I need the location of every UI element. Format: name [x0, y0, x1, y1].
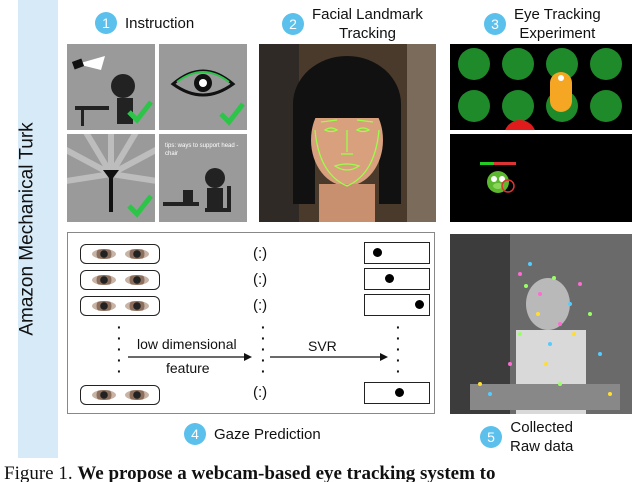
gaze-point	[373, 248, 382, 257]
instruction-tip-text: tips: ways to support head - chair	[165, 143, 239, 157]
eye-pair-2	[80, 270, 160, 290]
gaze-point	[385, 274, 394, 283]
step-3-label-line2: Experiment	[519, 25, 596, 42]
eye-image	[91, 301, 116, 311]
step-4-label: Gaze Prediction	[214, 425, 321, 443]
eye-image	[91, 249, 116, 259]
side-label: Amazon Mechanical Turk	[17, 122, 39, 336]
eye-pair-1	[80, 244, 160, 264]
eye-image	[124, 275, 149, 285]
eye-vertical-dots: ·····	[117, 319, 122, 379]
step-2-label-line2: Tracking	[338, 25, 396, 42]
side-label-container: Amazon Mechanical Turk	[6, 0, 50, 458]
eye-pair-3	[80, 296, 160, 316]
step-2-heading: 2 Facial Landmark Tracking	[282, 5, 423, 43]
eye-image	[124, 390, 149, 400]
figure-caption: Figure 1. We propose a webcam-based eye …	[4, 463, 496, 482]
step-3-label-line1: Eye Tracking	[514, 6, 601, 23]
eye-image	[91, 390, 116, 400]
feature-paren-1: (:)	[253, 245, 268, 262]
step-2-label-line1: Facial Landmark	[312, 6, 423, 23]
gaze-point	[415, 300, 424, 309]
gaze-output-4	[364, 382, 430, 404]
step-4-heading: 4 Gaze Prediction	[184, 423, 321, 445]
feature-vertical-dots: ·····	[261, 319, 266, 379]
eye-pair-4	[80, 385, 160, 405]
step-5-label-line1: Collected	[510, 419, 573, 436]
pipeline-arrows	[128, 353, 388, 361]
gaze-output-3	[364, 294, 430, 316]
feature-paren-2: (:)	[253, 271, 268, 288]
instruction-image-eye	[159, 44, 247, 130]
eye-image	[91, 275, 116, 285]
eye-image	[124, 249, 149, 259]
svr-label: SVR	[308, 338, 337, 354]
step-3-heading: 3 Eye Tracking Experiment	[484, 5, 601, 43]
feature-paren-4: (:)	[253, 384, 268, 401]
step-5-label-line2: Raw data	[510, 438, 574, 455]
feature-label: feature	[166, 360, 210, 376]
step-4-number: 4	[184, 423, 206, 445]
step-1-heading: 1 Instruction	[95, 12, 194, 34]
caption-bold-text: We propose a webcam-based eye tracking s…	[77, 463, 496, 482]
gaze-output-1	[364, 242, 430, 264]
low-dimensional-label: low dimensional	[137, 336, 237, 352]
step-5-heading: 5 Collected Raw data	[480, 418, 573, 456]
step-3-number: 3	[484, 13, 506, 35]
caption-prefix: Figure 1.	[4, 463, 73, 482]
eye-tracking-game-screen	[450, 134, 632, 222]
feature-paren-3: (:)	[253, 297, 268, 314]
step-1-label: Instruction	[125, 14, 195, 32]
output-vertical-dots: ·····	[396, 319, 401, 379]
instruction-image-light-rays	[67, 134, 155, 222]
facial-landmark-photo	[259, 44, 436, 222]
step-1-number: 1	[95, 12, 117, 34]
instruction-image-lamp	[67, 44, 155, 130]
step-5-number: 5	[480, 426, 502, 448]
gaze-output-2	[364, 268, 430, 290]
instruction-image-chair: tips: ways to support head - chair	[159, 134, 247, 222]
step-2-number: 2	[282, 13, 304, 35]
eye-tracking-grid-screen	[450, 44, 632, 130]
collected-raw-data-image	[450, 234, 632, 414]
eye-image	[124, 301, 149, 311]
gaze-point	[395, 388, 404, 397]
